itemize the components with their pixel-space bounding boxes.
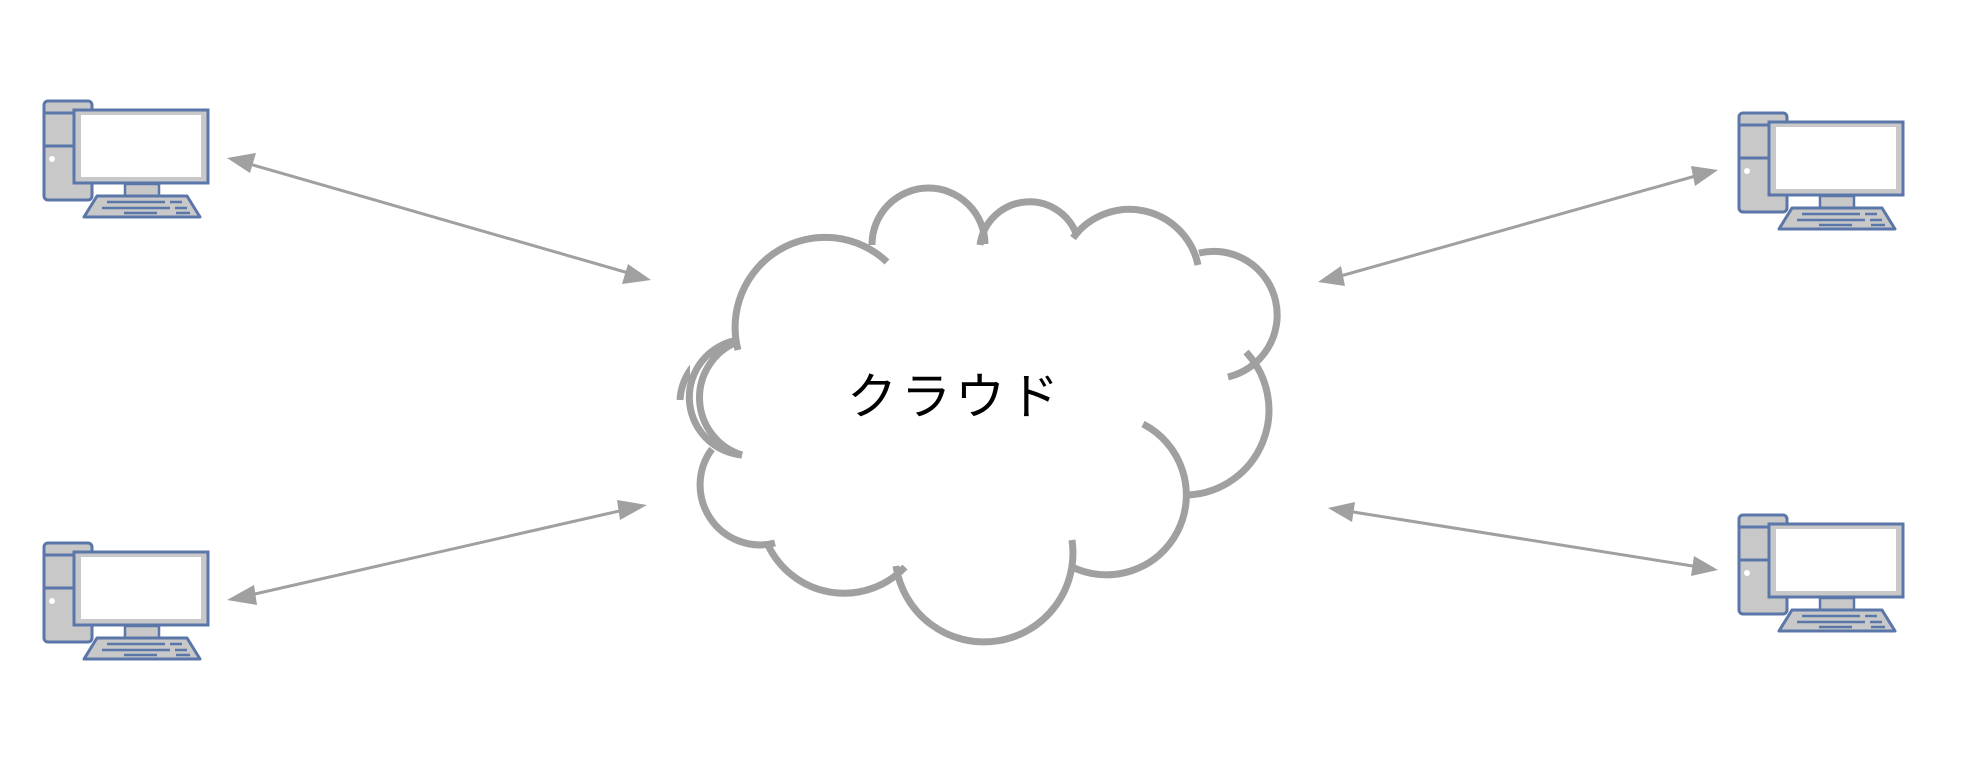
arrowhead-icon xyxy=(1691,556,1718,576)
connector-bottom-right[interactable] xyxy=(1328,502,1718,576)
arrowhead-icon xyxy=(1328,502,1355,522)
connector-bottom-left[interactable] xyxy=(227,500,647,605)
connector-top-left[interactable] xyxy=(227,153,651,284)
arrowhead-icon xyxy=(227,585,257,605)
computer-bottom-right[interactable] xyxy=(1737,513,1907,638)
arrowhead-icon xyxy=(622,264,651,284)
arrowhead-icon xyxy=(1318,266,1345,286)
desktop-computer-icon xyxy=(42,99,210,219)
cloud-shape[interactable] xyxy=(676,184,1281,646)
cloud-label: クラウド xyxy=(847,368,1063,426)
computer-top-right[interactable] xyxy=(1737,111,1907,236)
desktop-computer-icon xyxy=(1737,513,1905,633)
arrowhead-icon xyxy=(227,153,256,173)
desktop-computer-icon xyxy=(1737,111,1905,231)
computer-bottom-left[interactable] xyxy=(42,541,212,666)
arrowhead-icon xyxy=(617,500,647,520)
connector-top-right[interactable] xyxy=(1318,166,1718,286)
computer-top-left[interactable] xyxy=(42,99,212,224)
arrowhead-icon xyxy=(1691,166,1718,186)
desktop-computer-icon xyxy=(42,541,210,661)
